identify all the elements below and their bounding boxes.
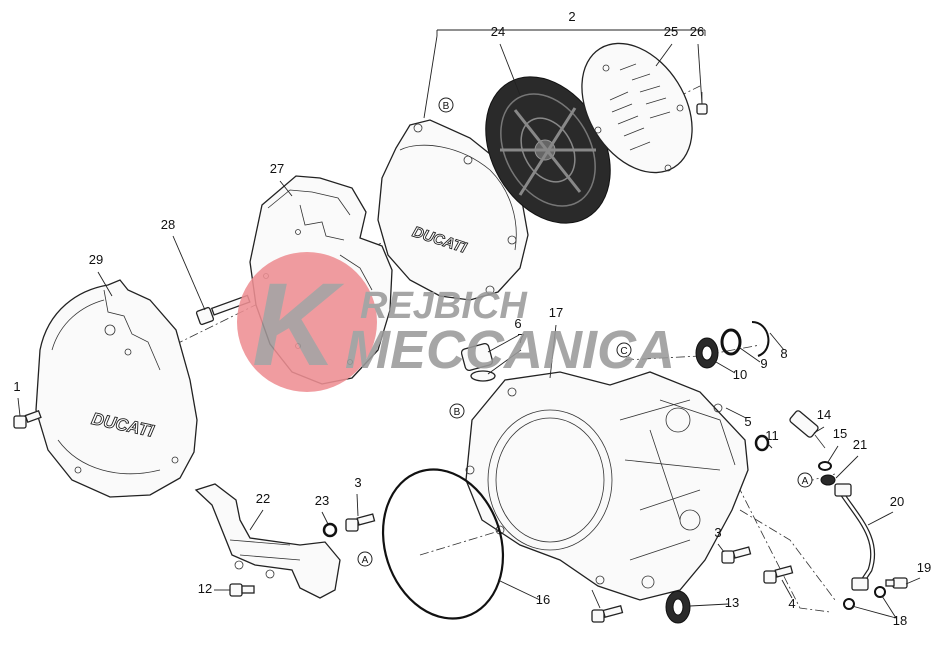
callout-15: 15	[833, 426, 847, 441]
callout-2: 2	[568, 9, 575, 24]
reference-marker-letter: A	[362, 555, 369, 566]
callout-5: 5	[744, 414, 751, 429]
reference-marker-b: B	[449, 403, 465, 419]
assembly-bracket-2	[423, 29, 706, 119]
callout-29: 29	[89, 252, 103, 267]
callout-9: 9	[760, 356, 767, 371]
reference-marker-circle	[357, 551, 373, 567]
o-ring-16	[381, 468, 505, 620]
callout-26: 26	[690, 24, 704, 39]
clutch-pressure-plate-24	[485, 76, 611, 224]
bolt-1-left	[13, 409, 42, 429]
reference-marker-circle	[797, 472, 813, 488]
bolt-12	[229, 583, 255, 597]
callout-11: 11	[765, 428, 779, 443]
callout-20: 20	[890, 494, 904, 509]
reference-markers: B B C A A	[357, 97, 813, 567]
washer-18b	[874, 586, 886, 598]
clutch-cover: DUCATI	[377, 119, 529, 301]
washer-18a	[843, 598, 855, 610]
watermark-monogram: K	[252, 259, 345, 391]
watermark-circle	[237, 252, 377, 392]
callout-1: 1	[13, 379, 20, 394]
callout-7: 7	[517, 331, 524, 346]
washer-15	[818, 461, 832, 471]
reference-marker-letter: B	[454, 407, 461, 418]
callout-4: 4	[788, 596, 795, 611]
callout-24: 24	[491, 24, 505, 39]
callout-10: 10	[733, 367, 747, 382]
callout-17: 17	[549, 305, 563, 320]
callout-22: 22	[256, 491, 270, 506]
bolt-4	[763, 565, 794, 584]
watermark-logo: K REJBICH MECCANICA	[237, 252, 675, 392]
oil-pipe-20	[834, 483, 876, 591]
callout-3: 3	[714, 525, 721, 540]
reference-marker-letter: B	[443, 101, 450, 112]
callout-6: 6	[514, 316, 521, 331]
reference-marker-a: A	[357, 551, 373, 567]
crankcase-cover-17	[465, 371, 749, 601]
bolt-28	[195, 294, 251, 326]
callout-8: 8	[780, 346, 787, 361]
reference-marker-circle	[449, 403, 465, 419]
reference-marker-circle	[616, 342, 632, 358]
callout-25: 25	[664, 24, 678, 39]
reference-marker-b: B	[438, 97, 454, 113]
circlip-8	[751, 321, 770, 357]
bolt-3-right	[721, 546, 752, 564]
outer-cover-29: DUCATI	[35, 279, 198, 498]
callout-18: 18	[893, 613, 907, 628]
bolt-3-left	[345, 513, 376, 532]
reference-marker-letter: A	[802, 476, 809, 487]
leader-lines	[17, 43, 921, 619]
reference-marker-circle	[438, 97, 454, 113]
bolt-1-right	[591, 605, 624, 623]
oil-seal-13	[665, 590, 691, 624]
callout-14: 14	[817, 407, 831, 422]
washer-21	[820, 474, 836, 486]
callout-3: 3	[354, 475, 361, 490]
watermark-line2: MECCANICA	[345, 320, 675, 380]
reference-marker-letter: C	[620, 346, 627, 357]
oil-seal-10	[695, 337, 719, 369]
reference-marker-a: A	[797, 472, 813, 488]
washer-23	[322, 522, 338, 538]
callout-13: 13	[725, 595, 739, 610]
reference-marker-c: C	[616, 342, 632, 358]
callout-12: 12	[198, 581, 212, 596]
watermark-line1: REJBICH	[360, 285, 528, 327]
ring-9	[720, 328, 742, 356]
callout-28: 28	[161, 217, 175, 232]
callout-21: 21	[853, 437, 867, 452]
callout-23: 23	[315, 493, 329, 508]
callout-19: 19	[917, 560, 931, 575]
bolt-19	[885, 577, 908, 589]
callout-27: 27	[270, 161, 284, 176]
washer-11	[754, 434, 770, 452]
bracket-22	[194, 483, 341, 599]
inspection-plate-25	[581, 42, 693, 174]
callout-16: 16	[536, 592, 550, 607]
